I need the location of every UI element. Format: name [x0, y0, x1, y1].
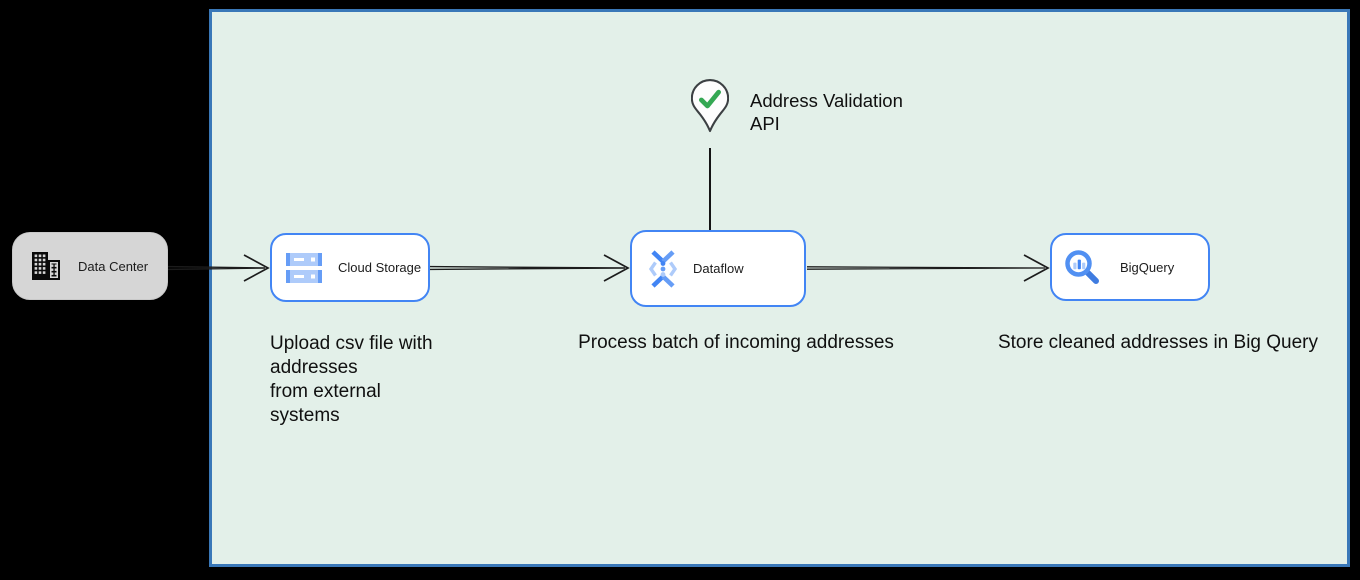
- node-label: Dataflow: [693, 261, 744, 276]
- store-note: Store cleaned addresses in Big Query: [997, 332, 1318, 353]
- node-label: Data Center: [78, 258, 149, 274]
- map-pin-check-icon: [690, 79, 730, 138]
- building-icon: [29, 249, 63, 283]
- upload-note: Upload csv file with addresses from exte…: [270, 333, 433, 426]
- address-validation-label: Address Validation API: [750, 90, 903, 134]
- node-dataflow[interactable]: Dataflow: [630, 230, 806, 307]
- cloud-storage-icon: [286, 252, 322, 283]
- node-label: BigQuery: [1120, 259, 1175, 275]
- bigquery-icon: [1064, 249, 1100, 285]
- process-note: Process batch of incoming addresses: [578, 332, 894, 353]
- node-label: Cloud Storage: [338, 260, 422, 275]
- node-bigquery[interactable]: BigQuery: [1050, 233, 1210, 301]
- dataflow-icon: [646, 249, 680, 288]
- node-data-center[interactable]: Data Center: [12, 232, 168, 300]
- node-cloud-storage[interactable]: Cloud Storage: [270, 233, 430, 302]
